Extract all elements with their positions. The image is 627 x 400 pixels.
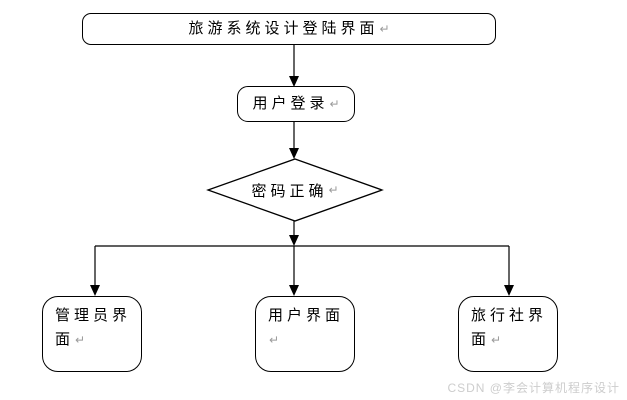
arrow-decision-to-branch — [289, 221, 299, 246]
decision-diamond-shape — [206, 158, 384, 222]
arrow-login-to-decision — [289, 122, 299, 159]
return-mark-icon: ↵ — [269, 333, 280, 347]
user-interface-label: 用户界面 — [268, 308, 345, 324]
return-mark-icon: ↵ — [75, 333, 86, 347]
return-mark-icon: ↵ — [329, 97, 340, 111]
admin-interface-node: 管理员界面↵ — [42, 296, 142, 372]
login-node: 用户登录↵ — [237, 86, 355, 122]
return-mark-icon: ↵ — [379, 22, 390, 36]
decision-node: 密码正确↵ — [207, 158, 383, 222]
start-node-label: 旅游系统设计登陆界面 — [188, 21, 379, 37]
admin-interface-label: 管理员界面 — [55, 308, 132, 348]
return-mark-icon: ↵ — [328, 183, 339, 197]
return-mark-icon: ↵ — [491, 333, 502, 347]
watermark: CSDN @李会计算机程序设计 — [447, 381, 620, 395]
user-interface-node: 用户界面 ↵ — [255, 296, 355, 372]
decision-node-label-wrap: 密码正确↵ — [207, 158, 383, 222]
travel-agency-node: 旅行社界面↵ — [458, 296, 558, 372]
login-node-label: 用户登录 — [252, 96, 329, 112]
arrow-to-admin — [90, 246, 100, 296]
start-node: 旅游系统设计登陆界面↵ — [82, 13, 496, 45]
decision-node-label: 密码正确 — [251, 183, 328, 200]
travel-agency-label: 旅行社界面 — [471, 308, 548, 348]
arrow-to-user — [289, 246, 299, 296]
arrow-start-to-login — [289, 45, 299, 87]
arrow-to-agency — [504, 246, 514, 296]
